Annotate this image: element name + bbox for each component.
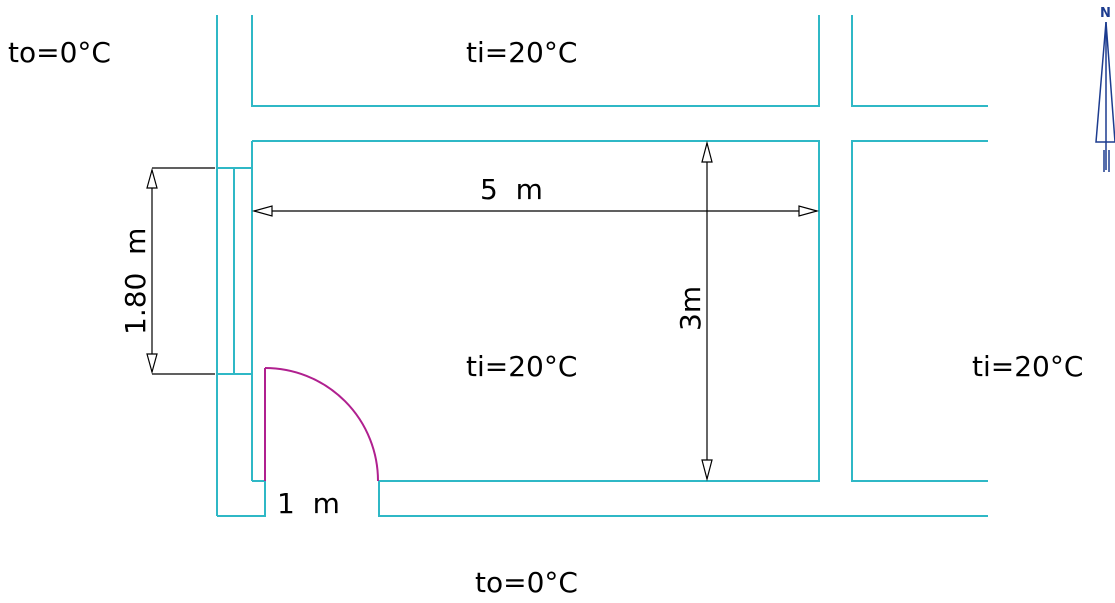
door	[264, 367, 379, 482]
east-room-temp: ti=20°C	[972, 350, 1083, 383]
south-wall-outer-left	[217, 481, 266, 517]
outside-temp-bottom: to=0°C	[475, 566, 578, 599]
north-arrow-icon: N	[1095, 6, 1115, 172]
north-room-temp: ti=20°C	[466, 36, 577, 69]
door-dimension-label: 1 m	[277, 487, 340, 520]
width-dimension-label: 5 m	[480, 173, 543, 206]
window-dimension-label: 1.80 m	[119, 228, 152, 335]
dimension-window	[146, 167, 215, 375]
walls	[216, 15, 988, 517]
height-dimension-label: 3m	[674, 286, 707, 331]
dimension-width	[251, 205, 820, 217]
north-letter: N	[1100, 6, 1111, 21]
door-swing-arc	[264, 367, 379, 482]
east-room-upper-walls	[851, 15, 988, 107]
window	[217, 167, 253, 375]
north-room-walls	[251, 15, 820, 107]
south-wall-outer-right	[378, 481, 988, 517]
east-room-walls	[851, 140, 988, 482]
dimension-height	[701, 140, 713, 482]
outside-temp-top-left: to=0°C	[8, 36, 111, 69]
main-room-temp: ti=20°C	[466, 350, 577, 383]
main-room-walls	[252, 140, 820, 482]
